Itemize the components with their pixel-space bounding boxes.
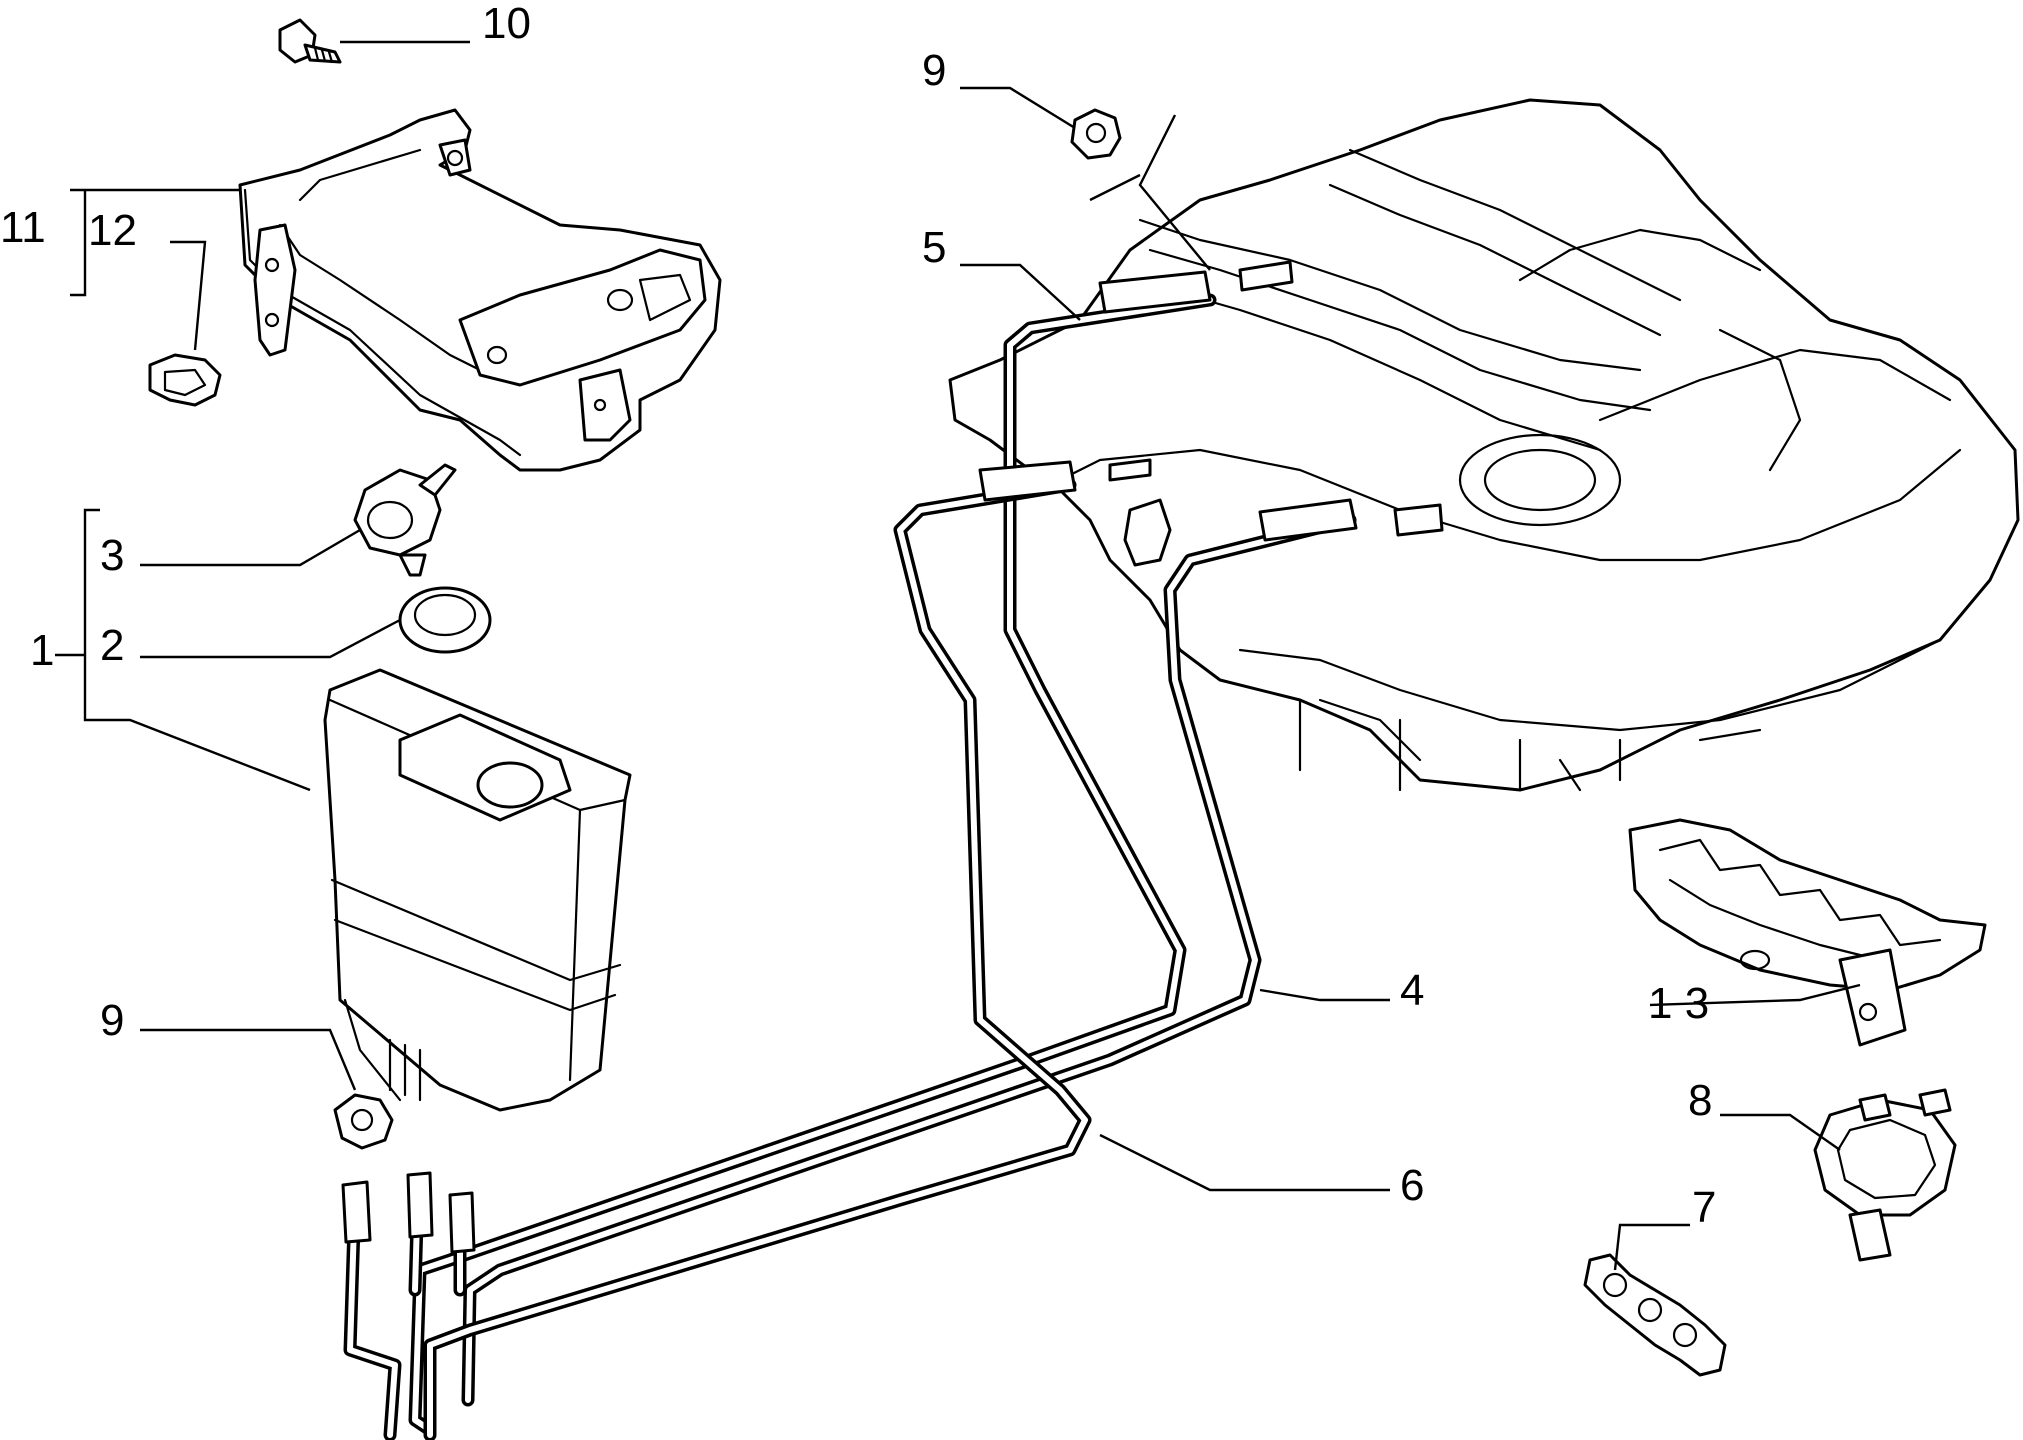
- callout-3: 3: [100, 531, 124, 580]
- callout-1: 1: [30, 626, 54, 675]
- nut-upper: [1070, 108, 1122, 160]
- callout-leaders: [55, 40, 1861, 1271]
- callout-2: 2: [100, 621, 124, 670]
- callout-10: 10: [482, 0, 531, 48]
- callout-8: 8: [1688, 1076, 1712, 1125]
- bolt: [278, 18, 342, 64]
- seal-ring: [398, 586, 492, 654]
- clamp-8: [1813, 1088, 1957, 1262]
- clip-7: [1583, 1253, 1727, 1377]
- callout-11: 11: [0, 203, 46, 252]
- callout-6: 6: [1400, 1161, 1424, 1210]
- pipe-clip-block: [1628, 818, 1987, 1047]
- clip-12: [148, 353, 222, 407]
- fuel-pipes: [341, 270, 1358, 1440]
- callout-9-lower: 9: [100, 996, 124, 1045]
- callout-13: 1 3: [1648, 979, 1709, 1028]
- vent-valve: [353, 463, 457, 577]
- callout-labels: 10 11 12 9 5 3 2 1 9 4 1 3 8 6 7: [0, 0, 1716, 1232]
- carbon-canister: [323, 668, 632, 1112]
- callout-9-upper: 9: [922, 46, 946, 95]
- fuel-tank: [948, 98, 2020, 792]
- canister-bracket: [238, 108, 722, 472]
- callout-5: 5: [922, 223, 946, 272]
- callout-4: 4: [1400, 966, 1424, 1015]
- callout-12: 12: [88, 206, 137, 255]
- callout-7: 7: [1692, 1183, 1716, 1232]
- nut-lower: [333, 1093, 394, 1150]
